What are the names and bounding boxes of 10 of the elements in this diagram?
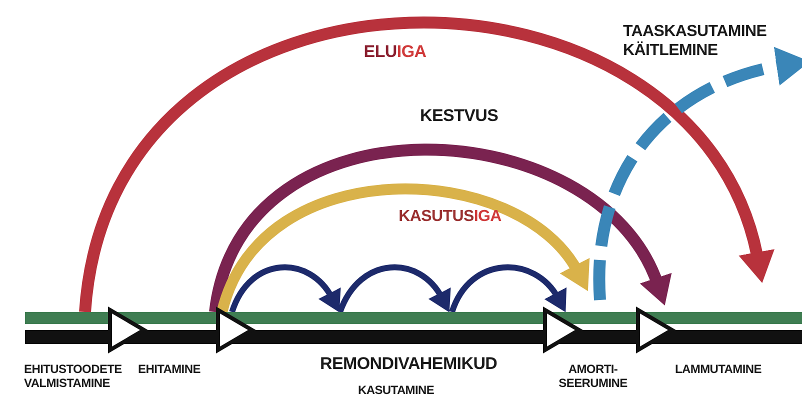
phase-label: EHITUSTOODETE VALMISTAMINE (24, 362, 123, 391)
arc-label: TAASKASUTAMINE KÄITLEMINE (623, 22, 768, 60)
arc-label: ELUIGA (364, 42, 426, 62)
phase-label: REMONDIVAHEMIKUD (320, 354, 498, 374)
phase-label: KASUTAMINE (358, 383, 434, 398)
arc-label: KESTVUS (420, 106, 498, 126)
phase-label: AMORTI- SEERUMINE (558, 362, 628, 391)
phase-label: EHITAMINE (138, 362, 200, 376)
phase-label: LAMMUTAMINE (675, 362, 762, 376)
arc-label: KASUTUSIGA (398, 207, 502, 226)
